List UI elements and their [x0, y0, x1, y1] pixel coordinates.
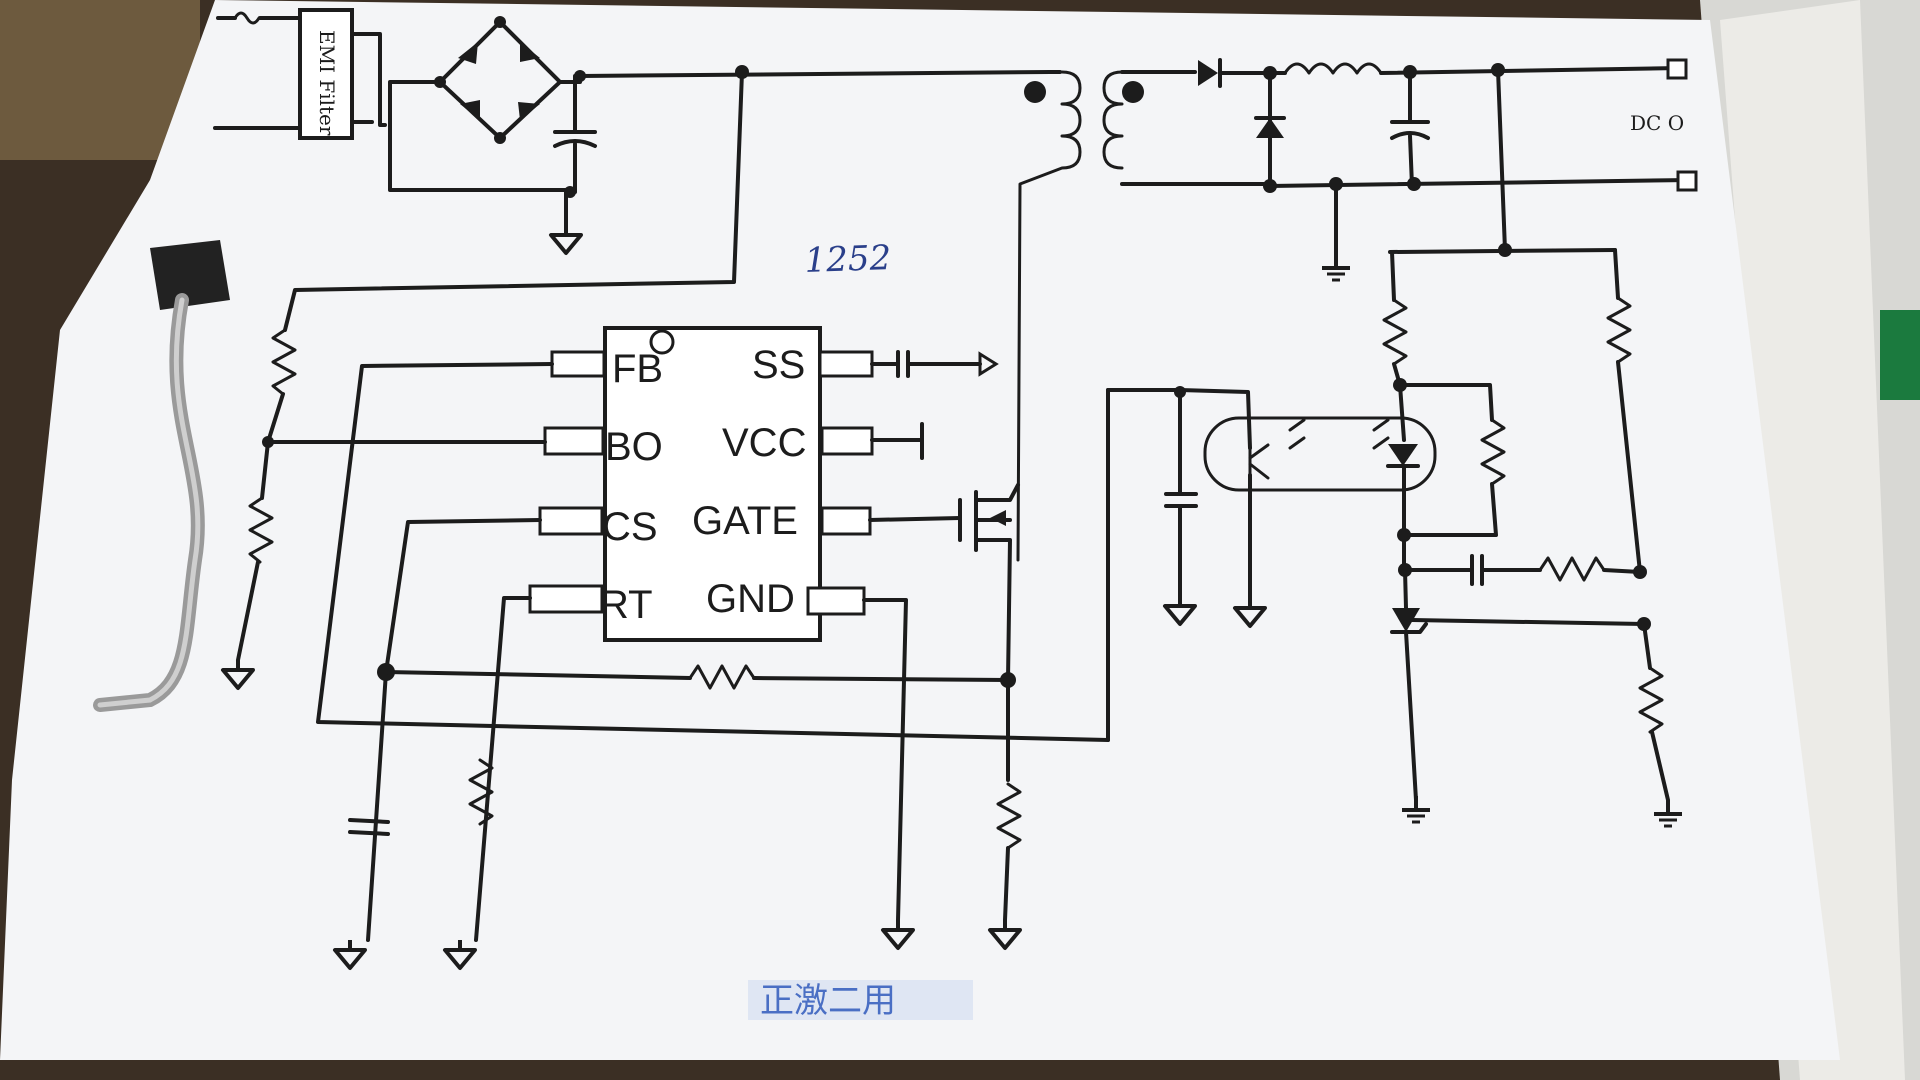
- controller-ic: FB BO CS RT SS VCC GATE GND: [528, 326, 874, 642]
- pin-label-gnd: GND: [706, 577, 795, 621]
- emi-filter-block: [298, 8, 354, 140]
- svg-text:正激二用: 正激二用: [760, 981, 896, 1021]
- binder-clip: [93, 240, 230, 712]
- paper-sheet: [0, 0, 1840, 1060]
- mosfet: [958, 483, 1020, 682]
- primary-control-wiring: [221, 328, 1110, 970]
- bottom-stamp: 正激二用: [748, 980, 973, 1021]
- handwritten-note: 1252: [804, 238, 892, 281]
- pin-label-rt: RT: [600, 583, 653, 627]
- pin-label-fb: FB: [612, 347, 663, 391]
- dc-output-label: DC O: [1630, 111, 1684, 135]
- optocoupler: [1106, 386, 1437, 742]
- emi-filter-label: EMI Filter: [315, 30, 339, 136]
- input-section: EMI Filter: [213, 8, 1052, 332]
- green-object: [1880, 310, 1920, 400]
- desk-surface: [0, 0, 200, 160]
- pin-label-cs: CS: [602, 505, 658, 549]
- transformer: [1016, 70, 1272, 562]
- pin-label-gate: GATE: [692, 499, 798, 543]
- pin-label-bo: BO: [605, 425, 663, 469]
- output-section: DC O: [1198, 58, 1698, 828]
- pin-label-ss: SS: [752, 343, 805, 387]
- pin-label-vcc: VCC: [722, 421, 806, 465]
